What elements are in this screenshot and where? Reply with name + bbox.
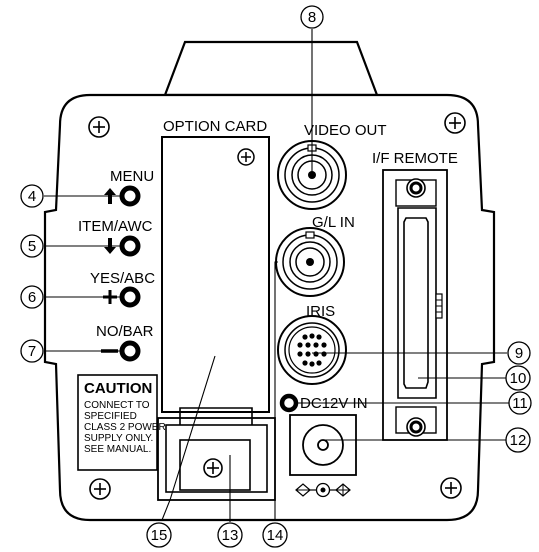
svg-text:5: 5 xyxy=(28,238,36,255)
svg-text:6: 6 xyxy=(28,289,36,306)
callout-11: 11 xyxy=(508,391,532,415)
corner-screw-top-right-icon xyxy=(444,112,466,134)
option-card-label: OPTION CARD xyxy=(163,118,267,135)
svg-text:14: 14 xyxy=(267,527,284,544)
yes-abc-button[interactable] xyxy=(119,286,141,308)
caution-line-4: SUPPLY ONLY. xyxy=(84,433,153,444)
caution-line-5: SEE MANUAL. xyxy=(84,444,151,455)
menu-button[interactable] xyxy=(119,185,141,207)
svg-text:10: 10 xyxy=(510,370,527,387)
iris-multipin-connector[interactable] xyxy=(277,315,347,385)
if-remote-connector[interactable] xyxy=(382,169,448,441)
yes-abc-label: YES/ABC xyxy=(90,270,155,287)
corner-screw-top-left-icon xyxy=(88,116,110,138)
dc12v-indicator-ring xyxy=(279,393,299,413)
item-awc-button[interactable] xyxy=(119,235,141,257)
callout-14: 14 xyxy=(262,522,288,548)
svg-text:9: 9 xyxy=(515,345,523,362)
svg-text:7: 7 xyxy=(28,343,36,360)
item-awc-label: ITEM/AWC xyxy=(78,218,153,235)
svg-text:8: 8 xyxy=(308,9,316,26)
callout-7: 7 xyxy=(20,339,44,363)
cable-clamp-screw-icon xyxy=(203,458,223,478)
caution-line-1: CONNECT TO xyxy=(84,400,150,411)
callout-15: 15 xyxy=(146,522,172,548)
callout-9: 9 xyxy=(507,341,531,365)
svg-text:12: 12 xyxy=(510,432,527,449)
caution-box xyxy=(77,374,158,471)
callout-6: 6 xyxy=(20,285,44,309)
top-mount-block xyxy=(163,40,379,97)
polarity-symbol-icon xyxy=(295,482,351,498)
callout-leader-lines xyxy=(44,29,510,522)
callout-4: 4 xyxy=(20,184,44,208)
corner-screw-bottom-right-icon xyxy=(440,477,462,499)
caution-line-2: SPECIFIED xyxy=(84,411,137,422)
menu-label: MENU xyxy=(110,168,154,185)
callout-8: 8 xyxy=(300,5,324,29)
svg-text:4: 4 xyxy=(28,188,36,205)
corner-screw-bottom-left-icon xyxy=(89,478,111,500)
video-out-label: VIDEO OUT xyxy=(304,122,387,139)
callout-5: 5 xyxy=(20,234,44,258)
if-remote-label: I/F REMOTE xyxy=(372,150,458,167)
svg-text:15: 15 xyxy=(151,527,168,544)
callout-12: 12 xyxy=(505,427,531,453)
caution-title: CAUTION xyxy=(84,380,152,397)
callout-13: 13 xyxy=(217,522,243,548)
gl-in-bnc-connector[interactable] xyxy=(275,227,345,297)
no-bar-label: NO/BAR xyxy=(96,323,154,340)
svg-text:11: 11 xyxy=(512,395,528,412)
gl-in-label: G/L IN xyxy=(312,214,355,231)
option-card-screw-icon xyxy=(237,148,255,166)
no-bar-button[interactable] xyxy=(119,340,141,362)
callout-10: 10 xyxy=(505,365,531,391)
option-card-slot xyxy=(161,136,270,413)
svg-text:13: 13 xyxy=(222,527,239,544)
caution-line-3: CLASS 2 POWER xyxy=(84,422,166,433)
